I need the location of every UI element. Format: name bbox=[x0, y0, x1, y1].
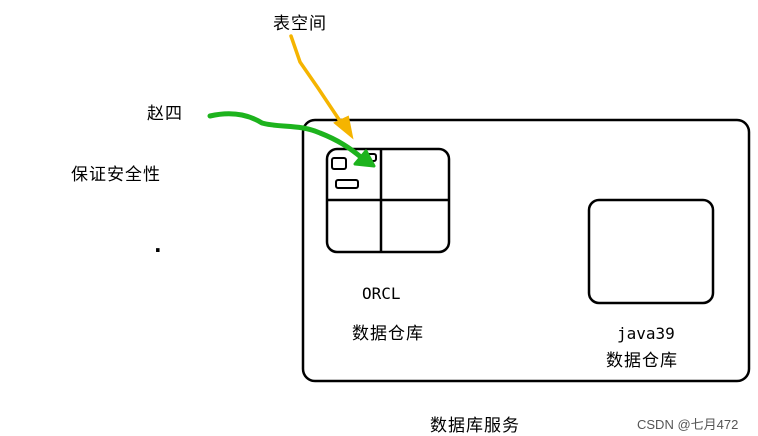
orcl-caption-label: 数据仓库 bbox=[352, 324, 424, 344]
yellow-arrow bbox=[289, 34, 354, 140]
database-service-label: 数据库服务 bbox=[430, 416, 520, 436]
java39-name-label: java39 bbox=[617, 324, 675, 343]
csdn-watermark: CSDN @七月472 bbox=[637, 417, 739, 432]
orcl-name-label: ORCL bbox=[362, 284, 401, 303]
database-service-box bbox=[301, 118, 751, 383]
security-label: 保证安全性 bbox=[71, 165, 161, 185]
java39-caption-label: 数据仓库 bbox=[606, 351, 678, 371]
table-block-3 bbox=[335, 179, 359, 189]
user-label: 赵四 bbox=[147, 104, 183, 124]
tablespace-label: 表空间 bbox=[273, 14, 327, 34]
dot-mark: · bbox=[154, 238, 162, 262]
java39-warehouse-box bbox=[587, 198, 715, 305]
table-block-1 bbox=[331, 157, 347, 170]
green-arrow bbox=[207, 111, 376, 168]
